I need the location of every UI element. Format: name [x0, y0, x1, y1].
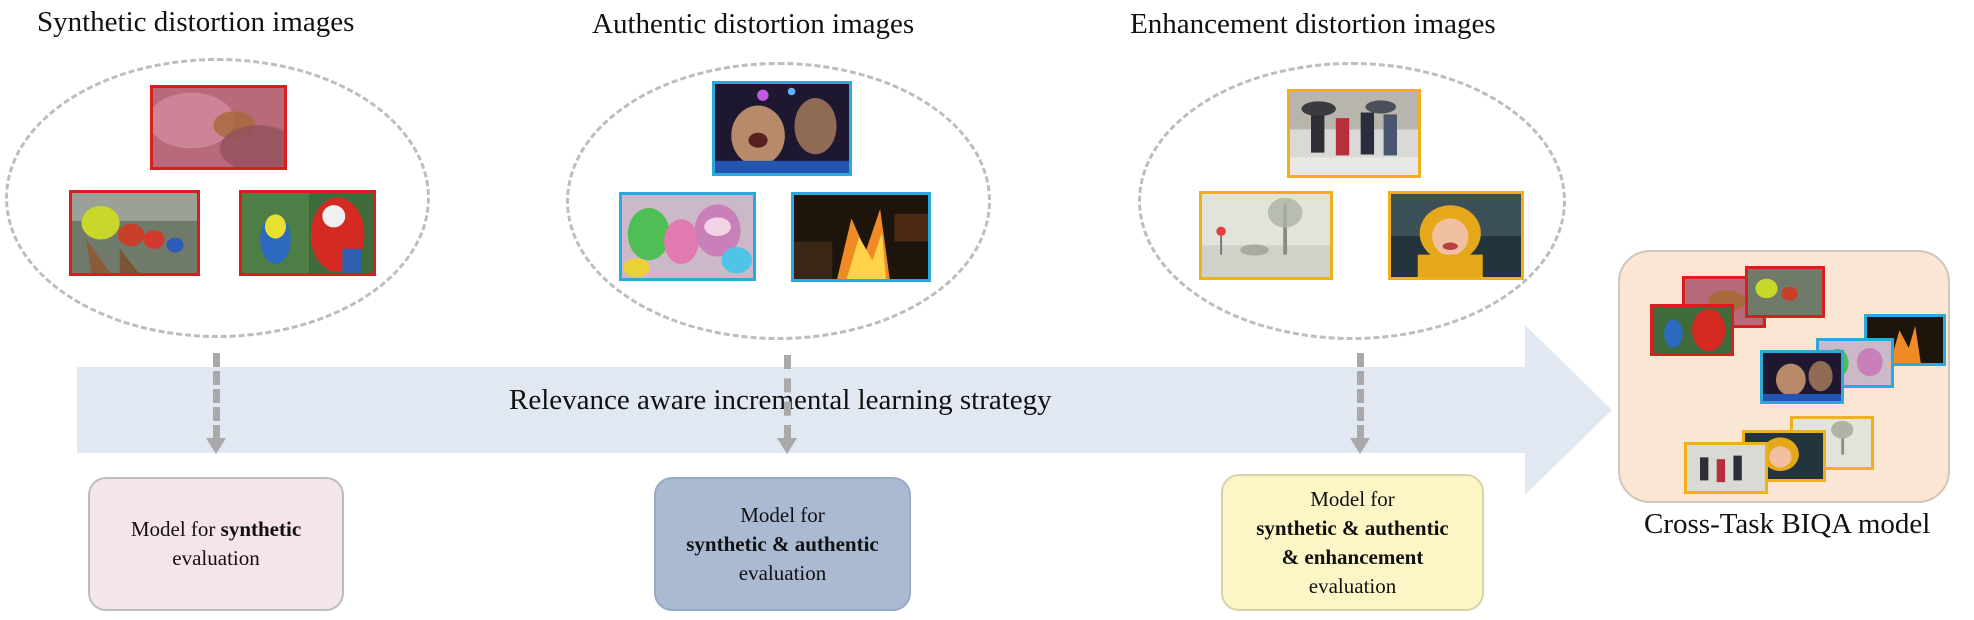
model-synthetic-authentic-enhancement-box: Model for synthetic & authentic & enhanc…: [1221, 474, 1484, 611]
authentic-group-ellipse: [566, 62, 991, 340]
model-sa-line3: evaluation: [738, 560, 827, 585]
child-yellow-raincoat-image: [1388, 191, 1524, 280]
model-sae-line2: synthetic & authentic: [1256, 515, 1449, 540]
model-sae-line4: evaluation: [1308, 573, 1397, 598]
plush-toys-image: [619, 192, 756, 281]
synthetic-connector: [213, 353, 220, 439]
cross-task-model-label: Cross-Task BIQA model: [1644, 508, 1931, 540]
parrots-image: [239, 190, 376, 276]
synthetic-connector-arrowhead: [206, 438, 226, 454]
authentic-connector: [784, 355, 791, 439]
model-sa-line2: synthetic & authentic: [686, 531, 879, 556]
model-synthetic-authentic-box: Model for synthetic & authentic evaluati…: [654, 477, 911, 611]
stack-fire-thumb: [1864, 314, 1946, 366]
stack-portrait-thumb: [1760, 350, 1844, 404]
enhancement-group-title: Enhancement distortion images: [1130, 8, 1496, 40]
model-sae-line1: Model for: [1310, 486, 1395, 511]
stack-parrots-thumb: [1650, 304, 1734, 356]
blurry-night-portrait-image: [712, 81, 852, 176]
enhancement-group-ellipse: [1138, 62, 1566, 340]
model-synthetic-line1: Model for synthetic: [130, 517, 302, 541]
foggy-road-image: [1199, 191, 1333, 280]
model-synthetic-box: Model for synthetic evaluation: [88, 477, 344, 611]
frog-toys-image: [69, 190, 200, 276]
night-fire-image: [791, 192, 931, 282]
synthetic-group-title: Synthetic distortion images: [37, 6, 355, 38]
stack-frog-thumb: [1745, 266, 1825, 318]
people-umbrellas-image: [1287, 89, 1421, 178]
enhancement-connector-arrowhead: [1350, 438, 1370, 454]
synthetic-group-ellipse: [5, 58, 430, 338]
authentic-connector-arrowhead: [777, 438, 797, 454]
model-synthetic-line2: evaluation: [172, 546, 260, 570]
cross-task-model-panel: [1618, 250, 1950, 503]
authentic-group-title: Authentic distortion images: [592, 8, 915, 40]
blurred-butterfly-image: [150, 85, 287, 170]
model-sae-line3: & enhancement: [1281, 544, 1424, 569]
stack-umbrella-thumb: [1684, 442, 1768, 494]
enhancement-connector: [1357, 353, 1364, 439]
model-sa-line1: Model for: [740, 502, 825, 527]
strategy-label: Relevance aware incremental learning str…: [509, 384, 1052, 416]
